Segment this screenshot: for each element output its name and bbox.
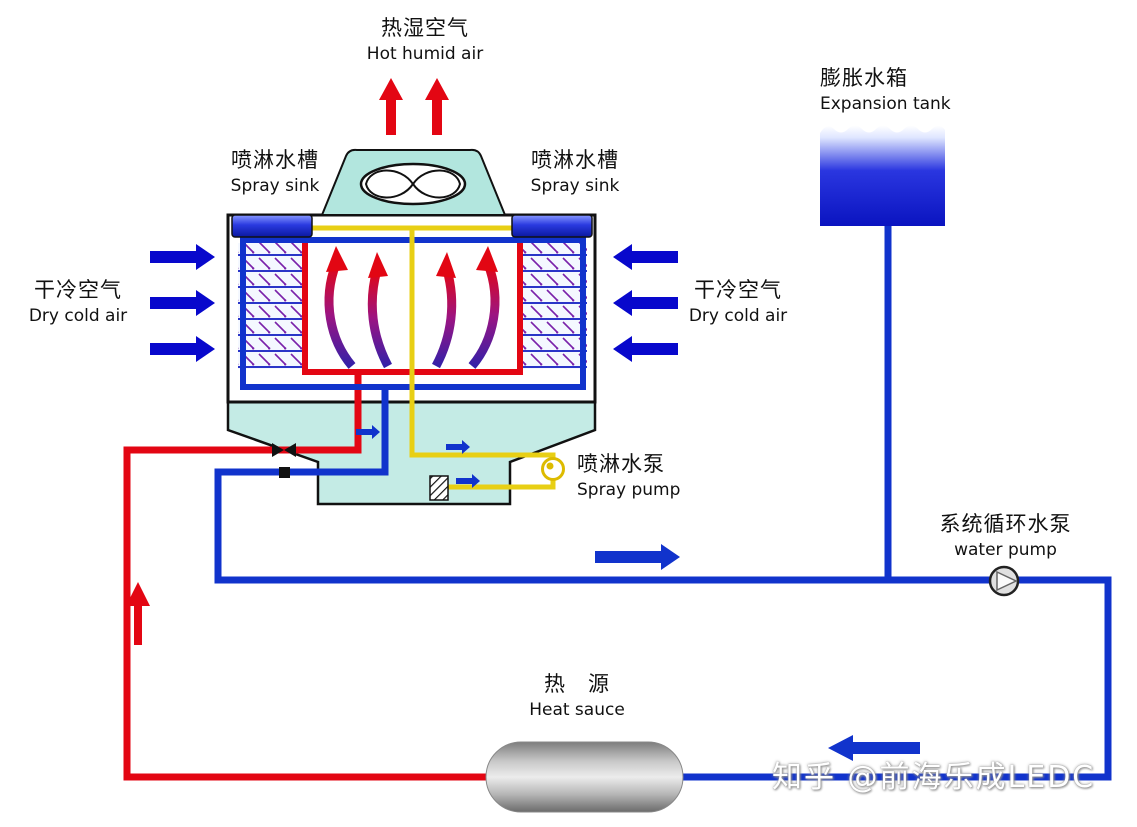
system-pump-icon [988,565,1020,597]
coil-bank-right [517,243,587,369]
dry-air-arrows-right [613,244,678,362]
label-hot-humid-air-zh: 热湿空气 [381,16,469,40]
spray-water-pipe [312,225,556,490]
label-dry-cold-air-right: 干冷空气 Dry cold air [660,276,816,329]
dry-air-arrows-left [150,244,215,362]
cold-pipe-flow-arrow-bottom [828,735,920,761]
label-heat-source-en: Heat sauce [529,700,625,721]
label-spray-sink-left-zh: 喷淋水槽 [231,148,319,172]
label-dry-cold-air-right-zh: 干冷空气 [694,278,782,302]
label-dry-cold-air-left: 干冷空气 Dry cold air [2,276,154,329]
label-system-water-pump-zh: 系统循环水泵 [939,512,1072,536]
hot-pipe-flow-arrow [126,582,150,645]
label-system-water-pump: 系统循环水泵 water pump [918,510,1093,563]
spray-pump-icon [541,457,565,481]
strainer [429,475,449,501]
label-hot-humid-air: 热湿空气 Hot humid air [320,14,530,67]
label-dry-cold-air-left-zh: 干冷空气 [34,278,122,302]
hot-air-rise-arrows [324,246,500,369]
label-spray-pump-zh: 喷淋水泵 [577,452,665,476]
label-heat-source-zh: 热 源 [544,672,610,696]
label-dry-cold-air-right-en: Dry cold air [688,306,788,327]
union-fitting-icon [279,467,290,478]
label-spray-pump-en: Spray pump [577,480,681,501]
label-spray-sink-left-en: Spray sink [230,176,320,197]
expansion-tank-shape [820,125,945,226]
label-spray-sink-right: 喷淋水槽 Spray sink [500,146,650,199]
label-expansion-tank-en: Expansion tank [820,94,951,115]
label-expansion-tank: 膨胀水箱 Expansion tank [820,64,1010,117]
coil-bank-left [238,243,308,369]
label-dry-cold-air-left-en: Dry cold air [28,306,128,327]
label-spray-sink-right-en: Spray sink [530,176,620,197]
label-expansion-tank-zh: 膨胀水箱 [820,66,908,90]
spray-sink-left-shape [231,214,313,238]
label-hot-humid-air-en: Hot humid air [366,44,484,65]
cold-pipe-flow-arrow-mid [595,544,680,570]
label-heat-source: 热 源 Heat sauce [492,670,662,723]
watermark: 知乎 @前海乐成LEDC [772,760,1096,795]
label-spray-sink-right-zh: 喷淋水槽 [531,148,619,172]
fan-icon [364,169,462,199]
hot-air-out-arrows [379,78,449,135]
heat-source-shape [485,741,684,813]
valve-icon [272,443,296,457]
label-spray-sink-left: 喷淋水槽 Spray sink [200,146,350,199]
label-system-water-pump-en: water pump [954,540,1057,561]
label-spray-pump: 喷淋水泵 Spray pump [577,450,717,503]
basin-flow-arrows [356,425,480,488]
spray-sink-right-shape [511,214,593,238]
